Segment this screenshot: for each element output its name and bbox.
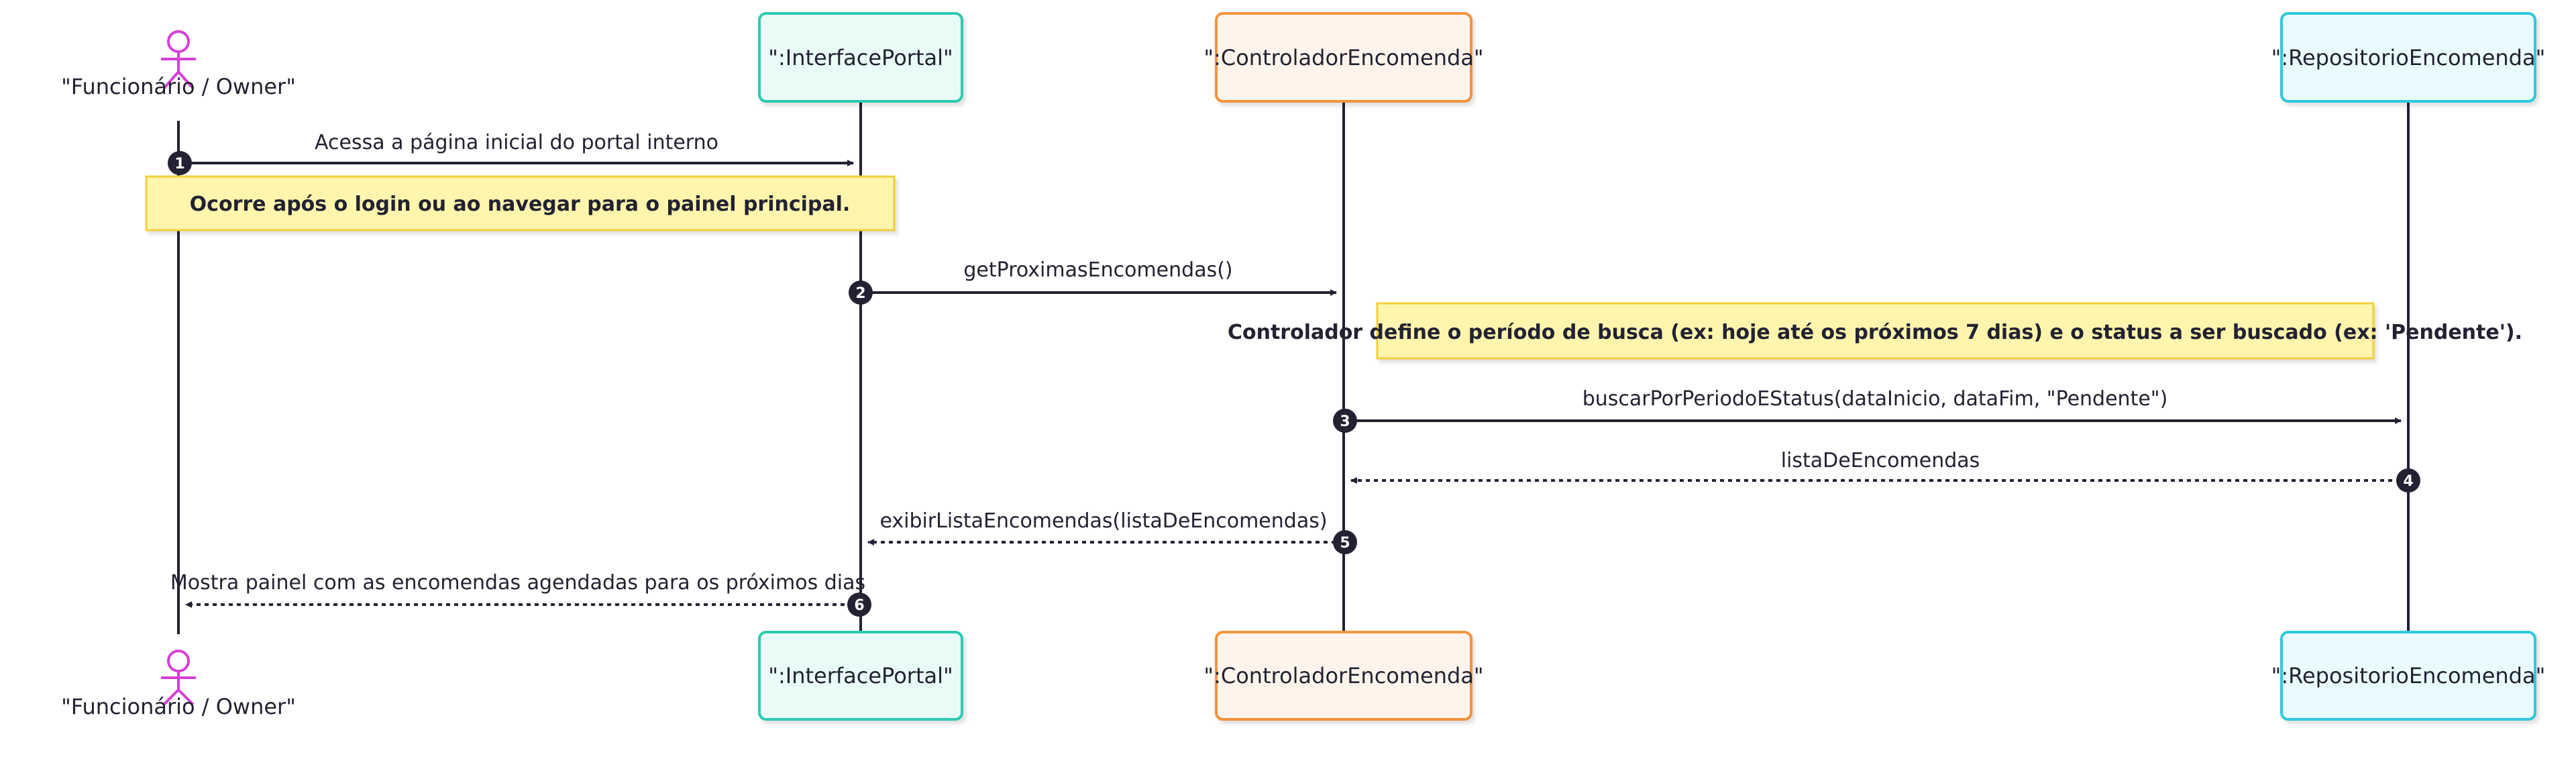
sequence-number-badge: 6 bbox=[847, 593, 871, 617]
sequence-number-badge: 3 bbox=[1333, 409, 1357, 433]
message-label: Mostra painel com as encomendas agendada… bbox=[170, 571, 865, 595]
note: Controlador define o período de busca (e… bbox=[1228, 302, 2522, 360]
message-label: Acessa a página inicial do portal intern… bbox=[315, 131, 718, 154]
note-text: Ocorre após o login ou ao navegar para o… bbox=[190, 193, 851, 216]
sequence-number-badge: 2 bbox=[849, 280, 873, 305]
svg-text:5: 5 bbox=[1340, 535, 1350, 552]
participant-interface-top bbox=[758, 12, 963, 103]
message-label: listaDeEncomendas bbox=[1781, 449, 1980, 472]
actor-funcionario-bottom: "Funcionário / Owner" bbox=[61, 650, 296, 719]
participant-repositorio-bottom bbox=[2280, 631, 2536, 721]
participant-label: ":RepositorioEncomenda" bbox=[2271, 663, 2546, 688]
message-label: buscarPorPeriodoEStatus(dataInicio, data… bbox=[1582, 387, 2168, 411]
participant-label: ":ControladorEncomenda" bbox=[1203, 663, 1483, 688]
person-icon bbox=[161, 650, 196, 706]
svg-text:4: 4 bbox=[2403, 473, 2413, 490]
note: Ocorre após o login ou ao navegar para o… bbox=[145, 175, 896, 232]
participant-label: ":InterfacePortal" bbox=[768, 663, 953, 688]
participant-controlador-top bbox=[1215, 12, 1472, 103]
person-icon bbox=[161, 30, 196, 90]
note-text: Controlador define o período de busca (e… bbox=[1228, 321, 2522, 344]
svg-text:1: 1 bbox=[174, 156, 184, 172]
participant-label: ":InterfacePortal" bbox=[768, 45, 953, 70]
svg-text:3: 3 bbox=[1340, 413, 1350, 430]
sequence-number-badge: 4 bbox=[2396, 468, 2420, 493]
participant-interface-bottom bbox=[758, 631, 963, 721]
actor-label: "Funcionário / Owner" bbox=[61, 694, 296, 719]
participant-label: ":RepositorioEncomenda" bbox=[2271, 45, 2546, 70]
message-label: getProximasEncomendas() bbox=[963, 258, 1232, 282]
actor-label: "Funcionário / Owner" bbox=[61, 74, 296, 99]
svg-text:6: 6 bbox=[854, 597, 864, 614]
sequence-number-badge: 5 bbox=[1333, 530, 1357, 554]
svg-text:2: 2 bbox=[855, 285, 865, 302]
actor-funcionario-top: "Funcionário / Owner" bbox=[61, 30, 296, 99]
participant-label: ":ControladorEncomenda" bbox=[1203, 45, 1483, 70]
participant-controlador-bottom bbox=[1215, 631, 1472, 721]
sequence-number-badge: 1 bbox=[168, 151, 192, 175]
participant-repositorio-top bbox=[2280, 12, 2536, 103]
message-label: exibirListaEncomendas(listaDeEncomendas) bbox=[879, 509, 1327, 533]
